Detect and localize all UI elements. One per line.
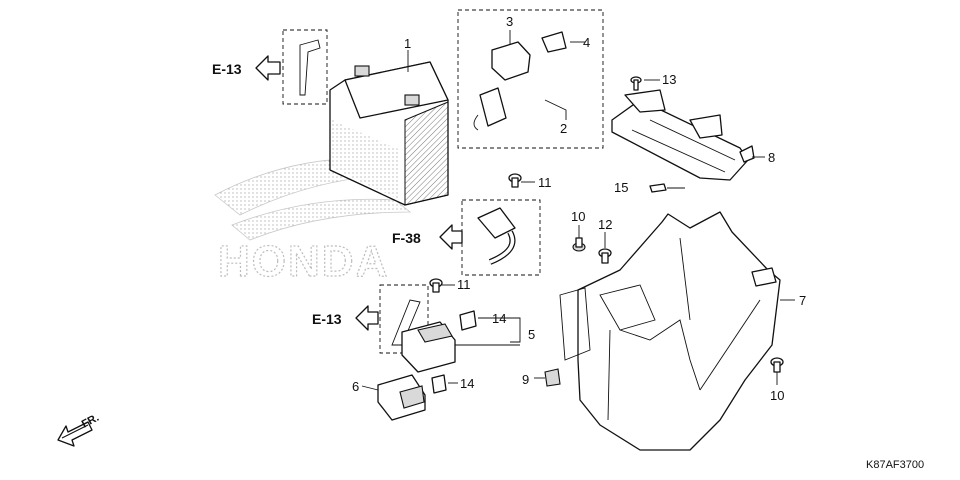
section-ref-label: E-13 bbox=[212, 61, 242, 77]
callout-labels: 1 2 3 4 5 6 7 8 9 10 10 11 11 12 13 14 1… bbox=[352, 14, 806, 403]
section-ref-arrow-e13-upper: E-13 bbox=[212, 55, 281, 81]
section-ref-arrow-e13-lower: E-13 bbox=[312, 305, 379, 331]
battery-cable-upper-ref bbox=[282, 29, 328, 105]
callout-3: 3 bbox=[506, 14, 513, 29]
callout-5: 5 bbox=[528, 327, 535, 342]
front-label: FR. bbox=[80, 412, 101, 431]
screw-13-part bbox=[630, 76, 642, 91]
callout-11-upper: 11 bbox=[538, 175, 552, 190]
cable-group-box bbox=[457, 9, 604, 149]
bolt-10-lower-part bbox=[770, 357, 784, 373]
battery-tray-part bbox=[611, 89, 755, 181]
callout-14-upper: 14 bbox=[492, 311, 506, 326]
battery-part bbox=[329, 61, 449, 206]
fuse-14-lower-part bbox=[431, 374, 447, 394]
section-ref-arrow-f38: F-38 bbox=[392, 224, 463, 250]
nut-9-part bbox=[544, 368, 561, 387]
screw-12-part bbox=[598, 248, 612, 264]
callout-7: 7 bbox=[799, 293, 806, 308]
battery-box-7-part bbox=[559, 211, 781, 451]
battery-cable-part bbox=[473, 31, 567, 131]
relay-6-part bbox=[377, 374, 426, 421]
cable-f38-ref bbox=[461, 199, 541, 276]
callout-15: 15 bbox=[614, 180, 628, 195]
svg-text:HONDA: HONDA bbox=[218, 237, 389, 286]
leader-lines bbox=[361, 30, 795, 391]
section-ref-label: F-38 bbox=[392, 230, 421, 246]
bolt-10-upper-part bbox=[572, 237, 586, 252]
callout-4: 4 bbox=[583, 35, 590, 50]
bolt-11-lower-part bbox=[429, 278, 443, 293]
callout-2: 2 bbox=[560, 121, 567, 136]
callout-6: 6 bbox=[352, 379, 359, 394]
callout-1: 1 bbox=[404, 36, 411, 51]
callout-9: 9 bbox=[522, 372, 529, 387]
callout-13: 13 bbox=[662, 72, 676, 87]
callout-12: 12 bbox=[598, 217, 612, 232]
clip-15-part bbox=[649, 183, 667, 193]
callout-11-lower: 11 bbox=[457, 277, 471, 292]
callout-10-lower: 10 bbox=[770, 388, 784, 403]
section-ref-label: E-13 bbox=[312, 311, 342, 327]
callout-14-lower: 14 bbox=[460, 376, 474, 391]
bolt-11-upper-part bbox=[508, 173, 522, 188]
callout-8: 8 bbox=[768, 150, 775, 165]
relay-5-part bbox=[401, 321, 456, 373]
fuse-14-upper-part bbox=[459, 310, 477, 331]
diagram-code: K87AF3700 bbox=[866, 459, 924, 471]
front-direction-indicator: FR. bbox=[57, 412, 101, 447]
callout-10-upper: 10 bbox=[571, 209, 585, 224]
